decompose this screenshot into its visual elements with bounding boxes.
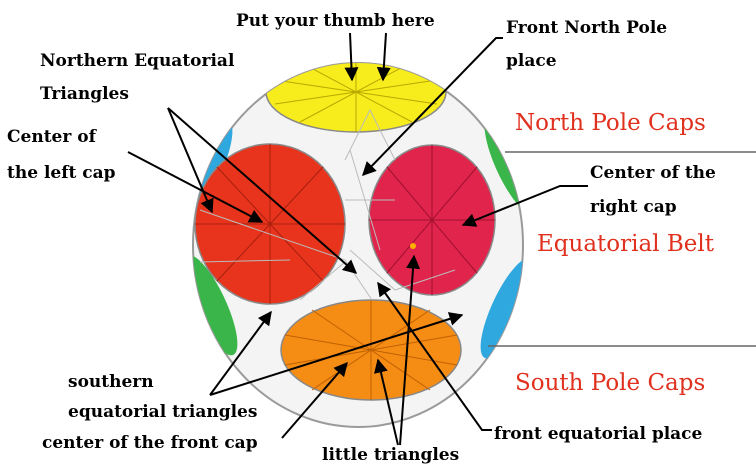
label-center-right-line2: right cap [590,197,677,217]
label-front-north-pole-line1: Front North Pole [506,18,667,38]
label-little-triangles: little triangles [322,445,459,465]
arrow-center-front [281,361,348,439]
arrow-northern-eq-2 [167,107,358,274]
puzzle-ball [192,62,524,428]
label-thumb: Put your thumb here [236,11,435,31]
yellow-north-cap [265,63,447,133]
arrow-thumb-1 [344,32,359,82]
label-northern-equatorial-line2: Triangles [40,84,129,104]
arrow-southern-2 [209,312,464,396]
label-center-front-cap: center of the front cap [42,433,258,453]
zone-south-label: South Pole Caps [515,370,705,396]
zone-equatorial-label: Equatorial Belt [537,231,715,257]
arrow-front-equatorial [377,281,492,431]
label-center-right-line1: Center of the [590,163,716,183]
label-southern-line1: southern [68,372,154,392]
arrow-center-right [461,185,588,227]
arrow-little-triangles-1 [374,358,399,446]
label-front-equatorial-place: front equatorial place [494,424,703,444]
arrow-thumb-2 [376,32,391,82]
arrow-center-left [127,151,264,223]
arrow-northern-eq-1 [167,107,214,214]
label-northern-equatorial-line1: Northern Equatorial [40,51,235,71]
arrow-southern-1 [209,310,272,396]
annotation-arrows [127,32,588,446]
label-southern-line2: equatorial triangles [68,402,257,422]
label-center-left-line2: the left cap [7,163,116,183]
red-left-cap [194,143,346,305]
orange-south-cap [280,299,462,401]
zone-north-label: North Pole Caps [515,110,706,136]
green-cap-left-lower [193,254,238,356]
arrow-little-triangles-2 [399,254,421,446]
arrow-front-north-pole [362,37,503,177]
label-center-left-line1: Center of [7,127,98,147]
label-front-north-pole-line2: place [506,51,557,71]
crimson-right-cap [368,144,496,296]
